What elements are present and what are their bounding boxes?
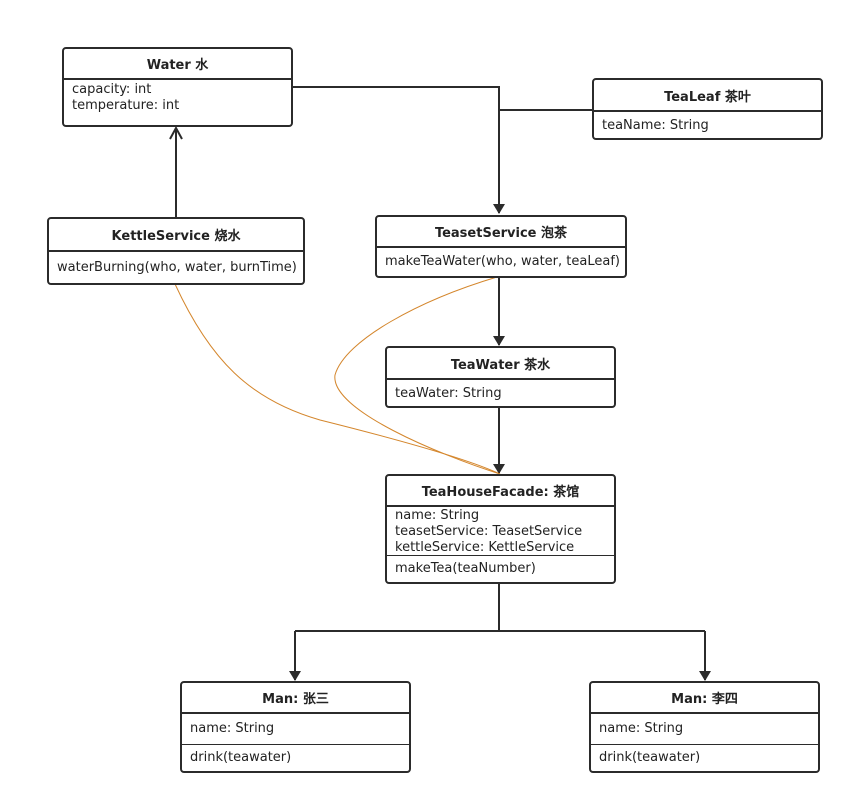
class-teawater-title: TeaWater 茶水 <box>387 348 614 380</box>
class-tealeaf-title: TeaLeaf 茶叶 <box>594 80 821 112</box>
attribute: kettleService: KettleService <box>395 540 575 555</box>
attribute: teasetService: TeasetService <box>395 524 583 539</box>
class-kettle-service: KettleService 烧水 waterBurning(who, water… <box>47 217 305 285</box>
method: waterBurning(who, water, burnTime) <box>57 259 297 275</box>
class-kettle-service-methods: waterBurning(who, water, burnTime) <box>49 252 303 283</box>
class-teaset-service-title: TeasetService 泡茶 <box>377 217 625 248</box>
method: makeTeaWater(who, water, teaLeaf) <box>385 254 620 269</box>
class-teawater: TeaWater 茶水 teaWater: String <box>385 346 616 408</box>
class-water-attributes: capacity: int temperature: int <box>64 80 291 114</box>
method: drink(teawater) <box>190 750 292 765</box>
class-man-lisi: Man: 李四 name: String drink(teawater) <box>589 681 820 773</box>
method: drink(teawater) <box>599 750 701 765</box>
class-kettle-service-title: KettleService 烧水 <box>49 219 303 252</box>
class-man-lisi-attributes: name: String <box>591 714 818 745</box>
class-teahouse-facade-attributes: name: String teasetService: TeasetServic… <box>387 507 614 556</box>
class-teahouse-facade-title: TeaHouseFacade: 茶馆 <box>387 476 614 507</box>
class-water-title: Water 水 <box>64 49 291 80</box>
attribute: teaWater: String <box>395 386 502 401</box>
class-man-zhangsan-attributes: name: String <box>182 714 409 745</box>
attribute: temperature: int <box>72 98 180 113</box>
attribute: name: String <box>599 721 684 736</box>
attribute: name: String <box>190 721 275 736</box>
edge-facade-to-men <box>295 583 705 632</box>
class-teaset-service: TeasetService 泡茶 makeTeaWater(who, water… <box>375 215 627 278</box>
class-man-zhangsan: Man: 张三 name: String drink(teawater) <box>180 681 411 773</box>
class-teahouse-facade-methods: makeTea(teaNumber) <box>387 556 614 582</box>
class-tealeaf-attributes: teaName: String <box>594 112 821 138</box>
method: makeTea(teaNumber) <box>395 561 536 576</box>
attribute: capacity: int <box>72 82 152 97</box>
class-man-zhangsan-title: Man: 张三 <box>182 683 409 714</box>
class-tealeaf: TeaLeaf 茶叶 teaName: String <box>592 78 823 140</box>
class-man-zhangsan-methods: drink(teawater) <box>182 745 409 771</box>
dependency-teaset-to-facade <box>334 276 501 475</box>
class-teawater-attributes: teaWater: String <box>387 380 614 406</box>
class-teaset-service-methods: makeTeaWater(who, water, teaLeaf) <box>377 248 625 276</box>
class-teahouse-facade: TeaHouseFacade: 茶馆 name: String teasetSe… <box>385 474 616 584</box>
class-man-lisi-methods: drink(teawater) <box>591 745 818 771</box>
attribute: name: String <box>395 508 480 523</box>
class-water: Water 水 capacity: int temperature: int <box>62 47 293 127</box>
dependency-kettle-to-facade <box>174 283 501 475</box>
edge-water-to-teaset <box>292 86 505 214</box>
class-man-lisi-title: Man: 李四 <box>591 683 818 714</box>
attribute: teaName: String <box>602 118 709 133</box>
